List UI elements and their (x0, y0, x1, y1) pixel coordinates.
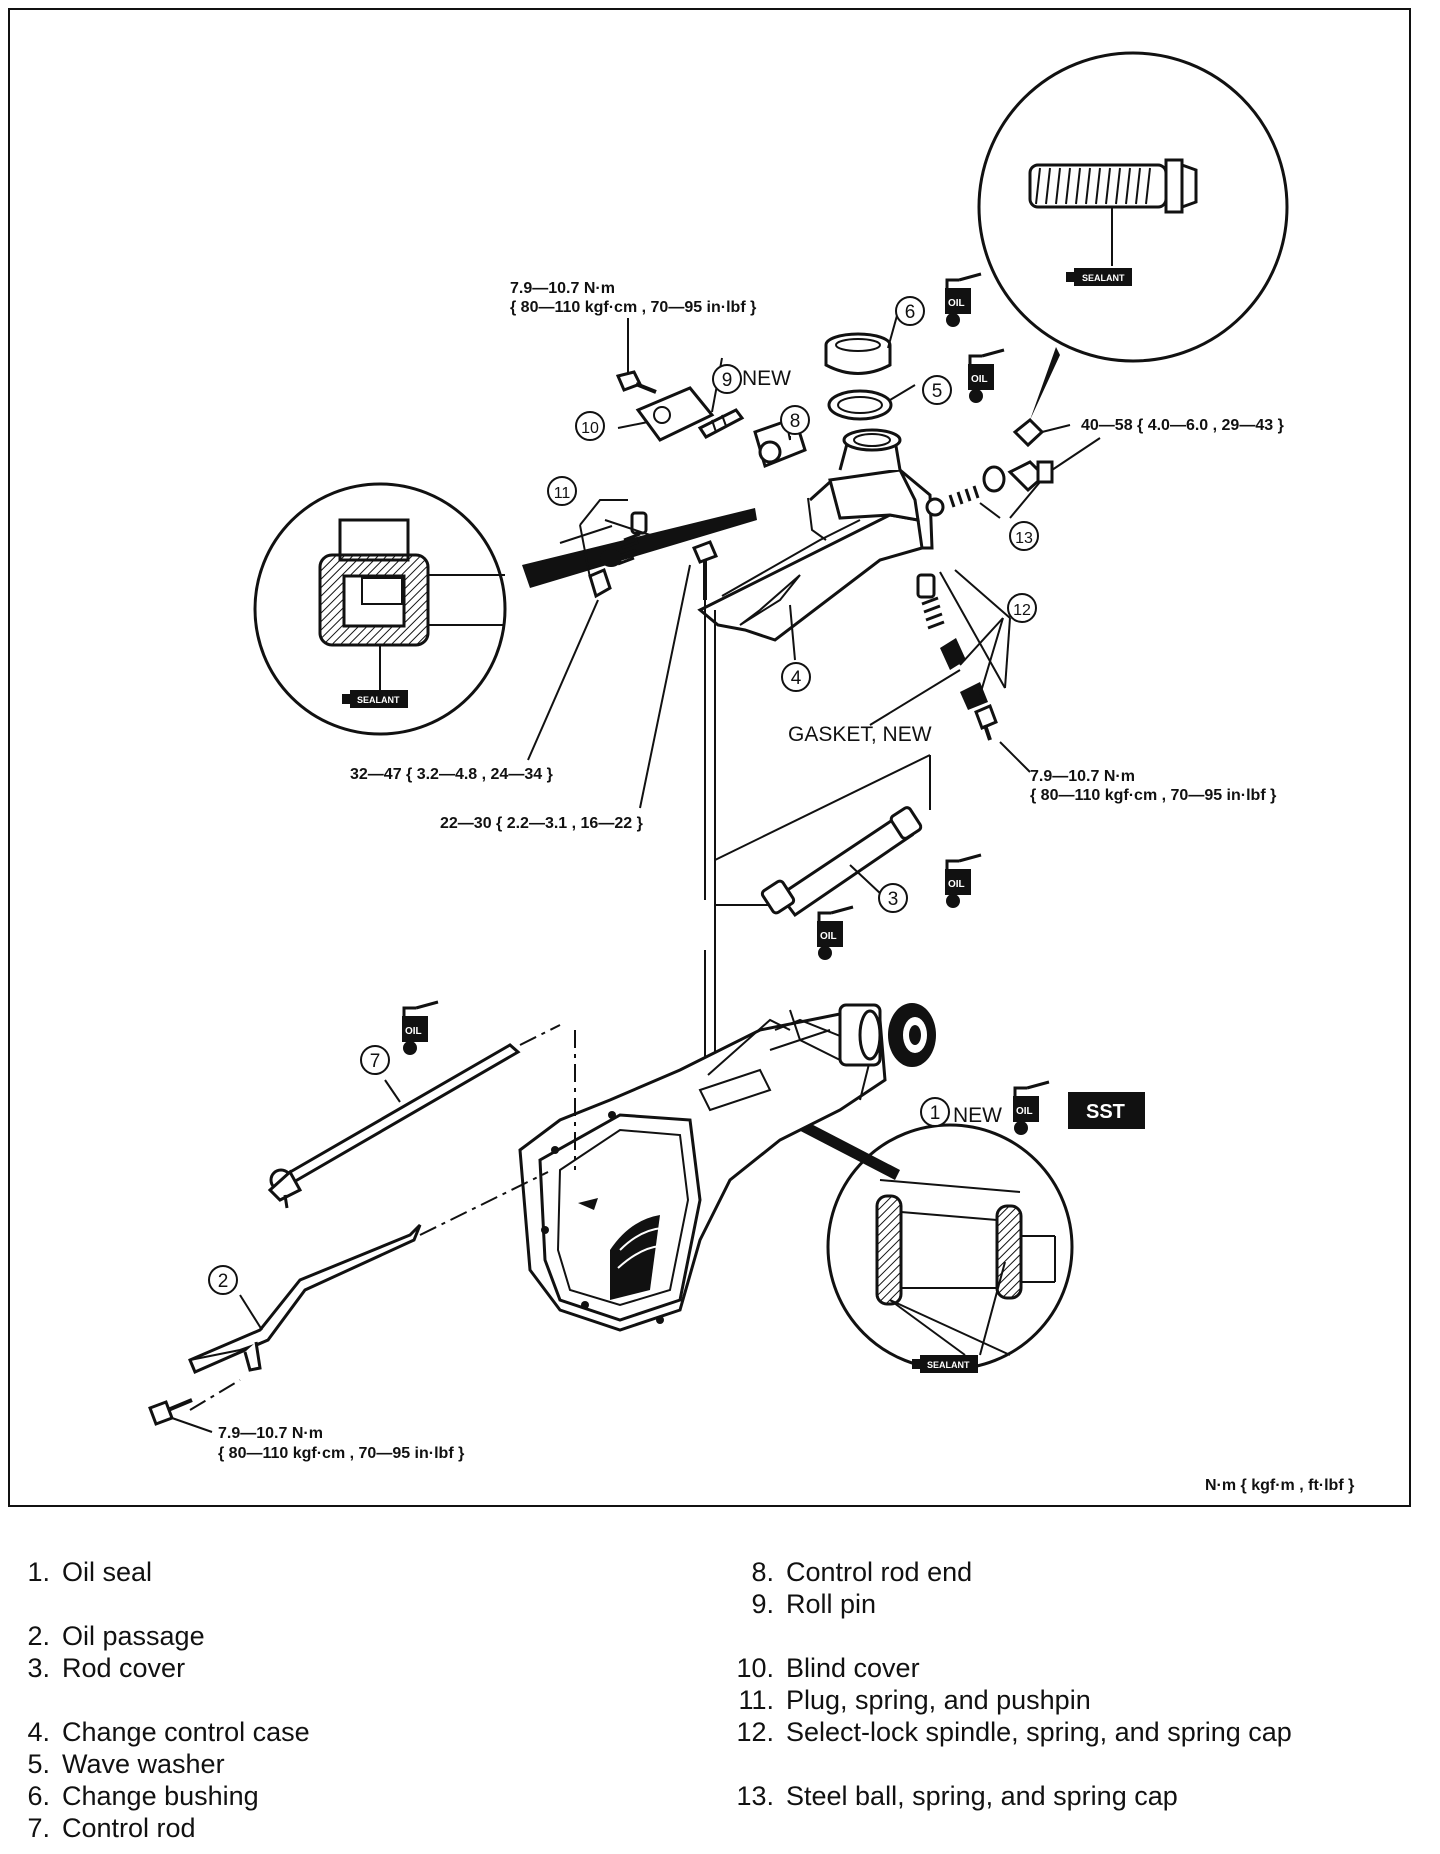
callout-11 (547, 476, 577, 506)
blind-cover (617, 386, 715, 442)
callout-4 (781, 662, 811, 692)
torque-bottom-bolt-nm: 7.9—10.7 N·m (218, 1425, 323, 1442)
callouts (208, 296, 1039, 1295)
magnified-bolt (1028, 158, 1198, 266)
rod-cover (760, 806, 923, 918)
oil-passage-bolt (148, 1398, 193, 1426)
sst-badge: SST (1068, 1092, 1145, 1129)
legend-item: 3.Rod cover (27, 1653, 186, 1683)
torque-top-bolt-imperial: { 80—110 kgf·cm , 70—95 in·lbf } (510, 299, 756, 316)
change-control-case (697, 428, 934, 661)
svg-text:OIL: OIL (948, 879, 965, 890)
oil-passage (188, 1171, 549, 1411)
assembly-guide-lines (704, 600, 931, 1080)
oil-badge: OIL (400, 1000, 440, 1057)
svg-text:SST: SST (1086, 1101, 1125, 1123)
callout-5 (922, 375, 952, 405)
oil-seal (888, 1003, 936, 1067)
torque-right-bolt-nm: 7.9—10.7 N·m (1030, 768, 1135, 785)
svg-text:SEALANT: SEALANT (357, 695, 400, 705)
torque-top-bolt-nm: 7.9—10.7 N·m (510, 280, 615, 297)
torque-case-bolt: 22—30 { 2.2—3.1 , 16—22 } (440, 815, 643, 832)
sealant-tube-icon: SEALANT (912, 1355, 978, 1373)
callout-1 (920, 1097, 950, 1127)
oil-badge: OIL (815, 905, 855, 962)
callout-13 (1009, 521, 1039, 551)
callout-3 (878, 883, 908, 913)
callout-9 (712, 364, 742, 394)
sealant-label: SEALANT (1082, 273, 1125, 283)
torque-right-plug: 40—58 { 4.0—6.0 , 29—43 } (1081, 417, 1284, 434)
callout-6 (895, 296, 925, 326)
roll-pin-new-label: NEW (742, 367, 791, 390)
callout-6-num: 6 (905, 302, 916, 323)
gasket-new-label: GASKET, NEW (788, 723, 932, 746)
torque-right-bolt-imperial: { 80—110 kgf·cm , 70—95 in·lbf } (1030, 787, 1276, 804)
detail-circle-rod-seal: SEALANT (760, 1100, 1074, 1373)
control-rod (267, 1024, 576, 1209)
torque-bottom-bolt-imperial: { 80—110 kgf·cm , 70—95 in·lbf } (218, 1445, 464, 1462)
oil-badge: OIL (943, 853, 983, 910)
svg-text:SEALANT: SEALANT (927, 1360, 970, 1370)
callout-1-num: 1 (930, 1103, 941, 1124)
callout-10-num: 10 (581, 420, 599, 437)
detail-circle-blind-cover: SEALANT (253, 482, 757, 736)
legend-item: 9.Roll pin (751, 1589, 877, 1619)
svg-text:OIL: OIL (971, 374, 988, 385)
wave-washer (827, 384, 916, 421)
oil-badge: OIL (943, 272, 983, 329)
callout-7-num: 7 (370, 1051, 381, 1072)
legend-item: 11.Plug, spring, and pushpin (738, 1685, 1091, 1715)
legend-item: 4.Change control case (27, 1717, 310, 1747)
callout-12 (1007, 593, 1037, 623)
callout-2-num: 2 (218, 1271, 229, 1292)
callout-7 (360, 1045, 390, 1075)
sealant-tube-icon: SEALANT (1066, 268, 1132, 286)
oil-badge: OIL (966, 348, 1006, 405)
svg-text:OIL: OIL (820, 931, 837, 942)
callout-8-num: 8 (790, 411, 801, 432)
callout-2 (208, 1265, 238, 1295)
svg-text:OIL: OIL (948, 298, 965, 309)
legend-item: 5.Wave washer (27, 1749, 225, 1779)
units-note: N·m { kgf·m , ft·lbf } (1205, 1477, 1354, 1494)
sealant-tube-icon: SEALANT (342, 690, 408, 708)
legend-item: 7.Control rod (27, 1813, 196, 1843)
callout-10 (575, 411, 605, 441)
legend-item: 10.Blind cover (736, 1653, 920, 1683)
legend-item: 6.Change bushing (27, 1781, 259, 1811)
steel-ball-spring-cap (925, 437, 1101, 519)
callout-8 (780, 405, 810, 435)
torque-left-plug: 32—47 { 3.2—4.8 , 24—34 } (350, 766, 553, 783)
callout-9-num: 9 (722, 370, 733, 391)
callout-5-num: 5 (932, 381, 943, 402)
callout-4-num: 4 (791, 668, 802, 689)
legend-item: 1.Oil seal (27, 1557, 153, 1587)
svg-text:OIL: OIL (405, 1026, 422, 1037)
blind-cover-bolt (615, 370, 657, 394)
callout-13-num: 13 (1015, 530, 1033, 547)
case-bolt (692, 540, 718, 600)
legend-item: 2.Oil passage (27, 1621, 205, 1651)
callout-12-num: 12 (1013, 602, 1031, 619)
svg-text:OIL: OIL (1016, 1106, 1033, 1117)
oil-seal-new-label: NEW (953, 1104, 1002, 1127)
oil-badge: OIL (1011, 1080, 1051, 1137)
right-plug-bolt (1012, 417, 1071, 448)
transmission-case (518, 1003, 887, 1332)
legend-item: 8.Control rod end (751, 1557, 973, 1587)
select-lock-spindle (869, 569, 1011, 741)
diagram-frame (8, 8, 1411, 1507)
callout-11-num: 11 (554, 485, 571, 502)
legend-item: 13.Steel ball, spring, and spring cap (736, 1781, 1178, 1811)
detail-circle-bolt: SEALANT (977, 51, 1289, 420)
callout-3-num: 3 (888, 889, 899, 910)
plug-spring-pushpin (559, 499, 651, 599)
change-bushing (824, 311, 899, 375)
legend-item: 12.Select-lock spindle, spring, and spri… (736, 1717, 1292, 1747)
